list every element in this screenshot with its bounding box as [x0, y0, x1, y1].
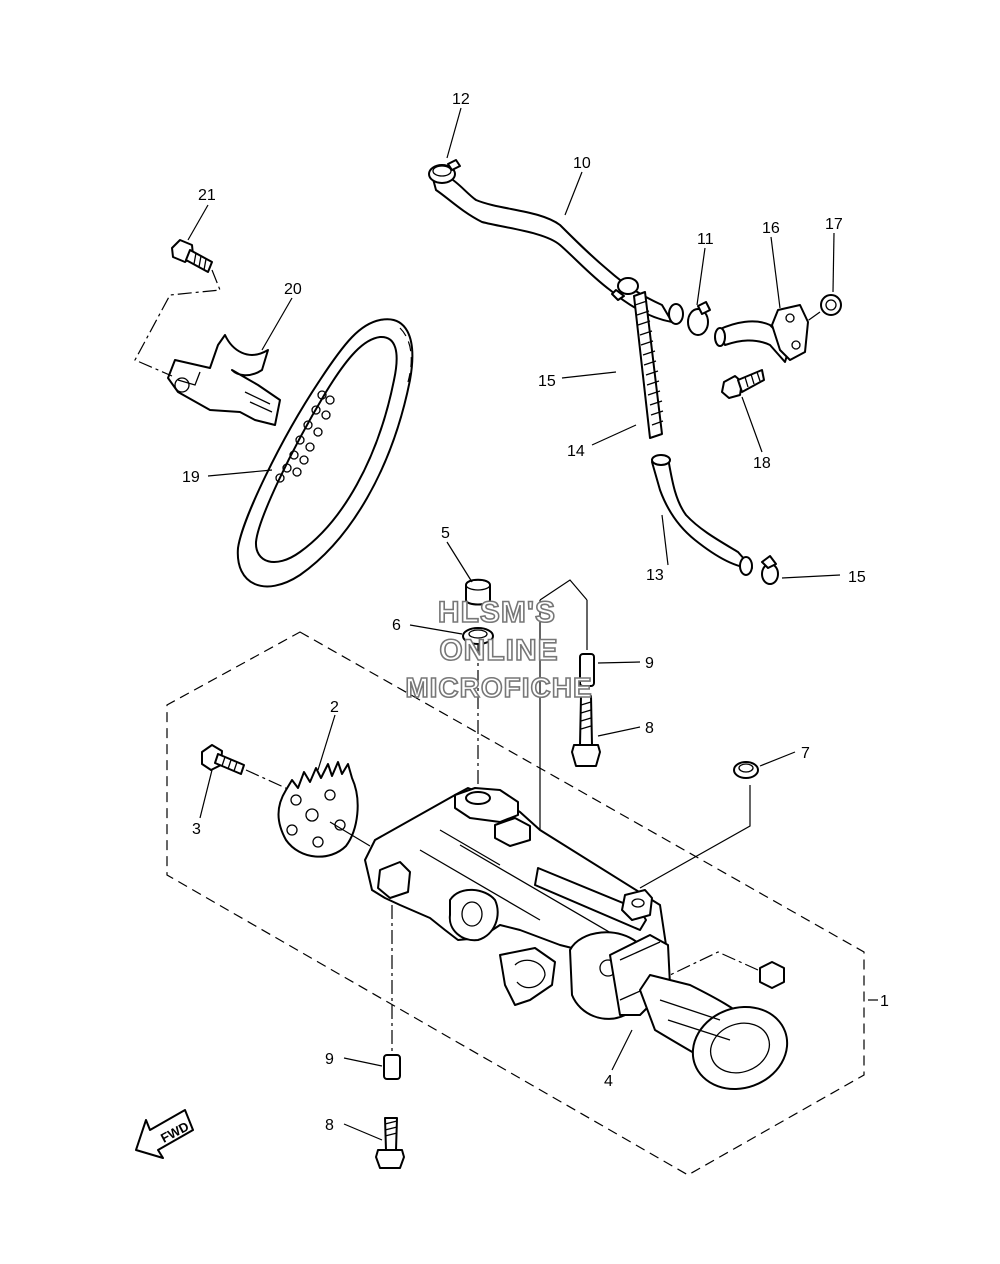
callout-12: 12: [452, 91, 470, 108]
hose-10: [431, 173, 684, 325]
o-ring-6: [462, 627, 494, 645]
callout-10: 10: [573, 155, 591, 172]
o-ring-axis: [805, 311, 821, 323]
bolt-8-lower: [375, 1117, 405, 1169]
callout-2: 2: [330, 699, 339, 716]
strainer-bolt-axis: [669, 951, 759, 976]
guide-bolt-axis: [134, 269, 221, 377]
gear-axis: [329, 821, 371, 847]
callout-9-lower: 9: [325, 1051, 334, 1068]
watermark-line-1: HLSM'S: [438, 596, 556, 629]
callout-18: 18: [753, 455, 771, 472]
assembly-boundary: [166, 631, 865, 1176]
collar-5: [465, 578, 491, 606]
callout-8-lower: 8: [325, 1117, 334, 1134]
clamp-12: [428, 159, 461, 184]
bolt-3-axis: [245, 769, 291, 791]
callout-16: 16: [762, 220, 780, 237]
watermark-line-2: ONLINE: [439, 634, 558, 667]
callout-7: 7: [801, 745, 810, 762]
guide-bolt: [171, 239, 213, 273]
callout-9-upper: 9: [645, 655, 654, 672]
callout-15-upper: 15: [538, 373, 556, 390]
strainer-bolt: [759, 961, 785, 989]
watermark: HLSM'S ONLINE MICROFICHE: [405, 595, 593, 704]
dowel-9-lower: [383, 1054, 401, 1080]
clamp-15-lower: [761, 555, 779, 585]
oil-strainer: [639, 974, 789, 1091]
callout-11: 11: [697, 231, 714, 248]
cam-chain: [236, 318, 414, 588]
oil-pump-body: [364, 787, 671, 1020]
o-ring-7-line: [639, 785, 751, 889]
callouts: 12 10 11 16 17 15 14 18 13 15 21 20 19 5…: [182, 91, 889, 1134]
hose-13: [651, 454, 753, 576]
callout-8-upper: 8: [645, 720, 654, 737]
o-ring-17: [820, 294, 842, 316]
callout-13: 13: [646, 567, 664, 584]
dowel-9-upper: [579, 653, 595, 687]
driven-gear: [277, 761, 359, 858]
clamp-11: [687, 301, 711, 336]
callout-20: 20: [284, 281, 302, 298]
callout-17: 17: [825, 216, 843, 233]
elbow-pipe: [714, 304, 809, 363]
callout-1: 1: [880, 993, 889, 1010]
clamp-15-upper: [611, 277, 639, 301]
chain-links: [275, 390, 335, 483]
bolt-8-upper: [571, 695, 601, 767]
callout-21: 21: [198, 187, 216, 204]
callout-5: 5: [441, 525, 450, 542]
callout-19: 19: [182, 469, 200, 486]
callout-6: 6: [392, 617, 401, 634]
callout-4: 4: [604, 1073, 613, 1090]
bolt-8-upper-line: [539, 579, 588, 845]
callout-14: 14: [567, 443, 585, 460]
callout-15-lower: 15: [848, 569, 866, 586]
spring-14: [633, 291, 664, 439]
o-ring-7: [733, 761, 759, 779]
bolt-18: [721, 369, 765, 399]
bolt-3: [201, 744, 245, 775]
watermark-line-3: MICROFICHE: [405, 672, 592, 703]
fwd-arrow-icon: FWD: [135, 1109, 194, 1159]
leader-lines: [187, 107, 878, 1141]
chain-guide: [167, 334, 281, 426]
callout-3: 3: [192, 821, 201, 838]
